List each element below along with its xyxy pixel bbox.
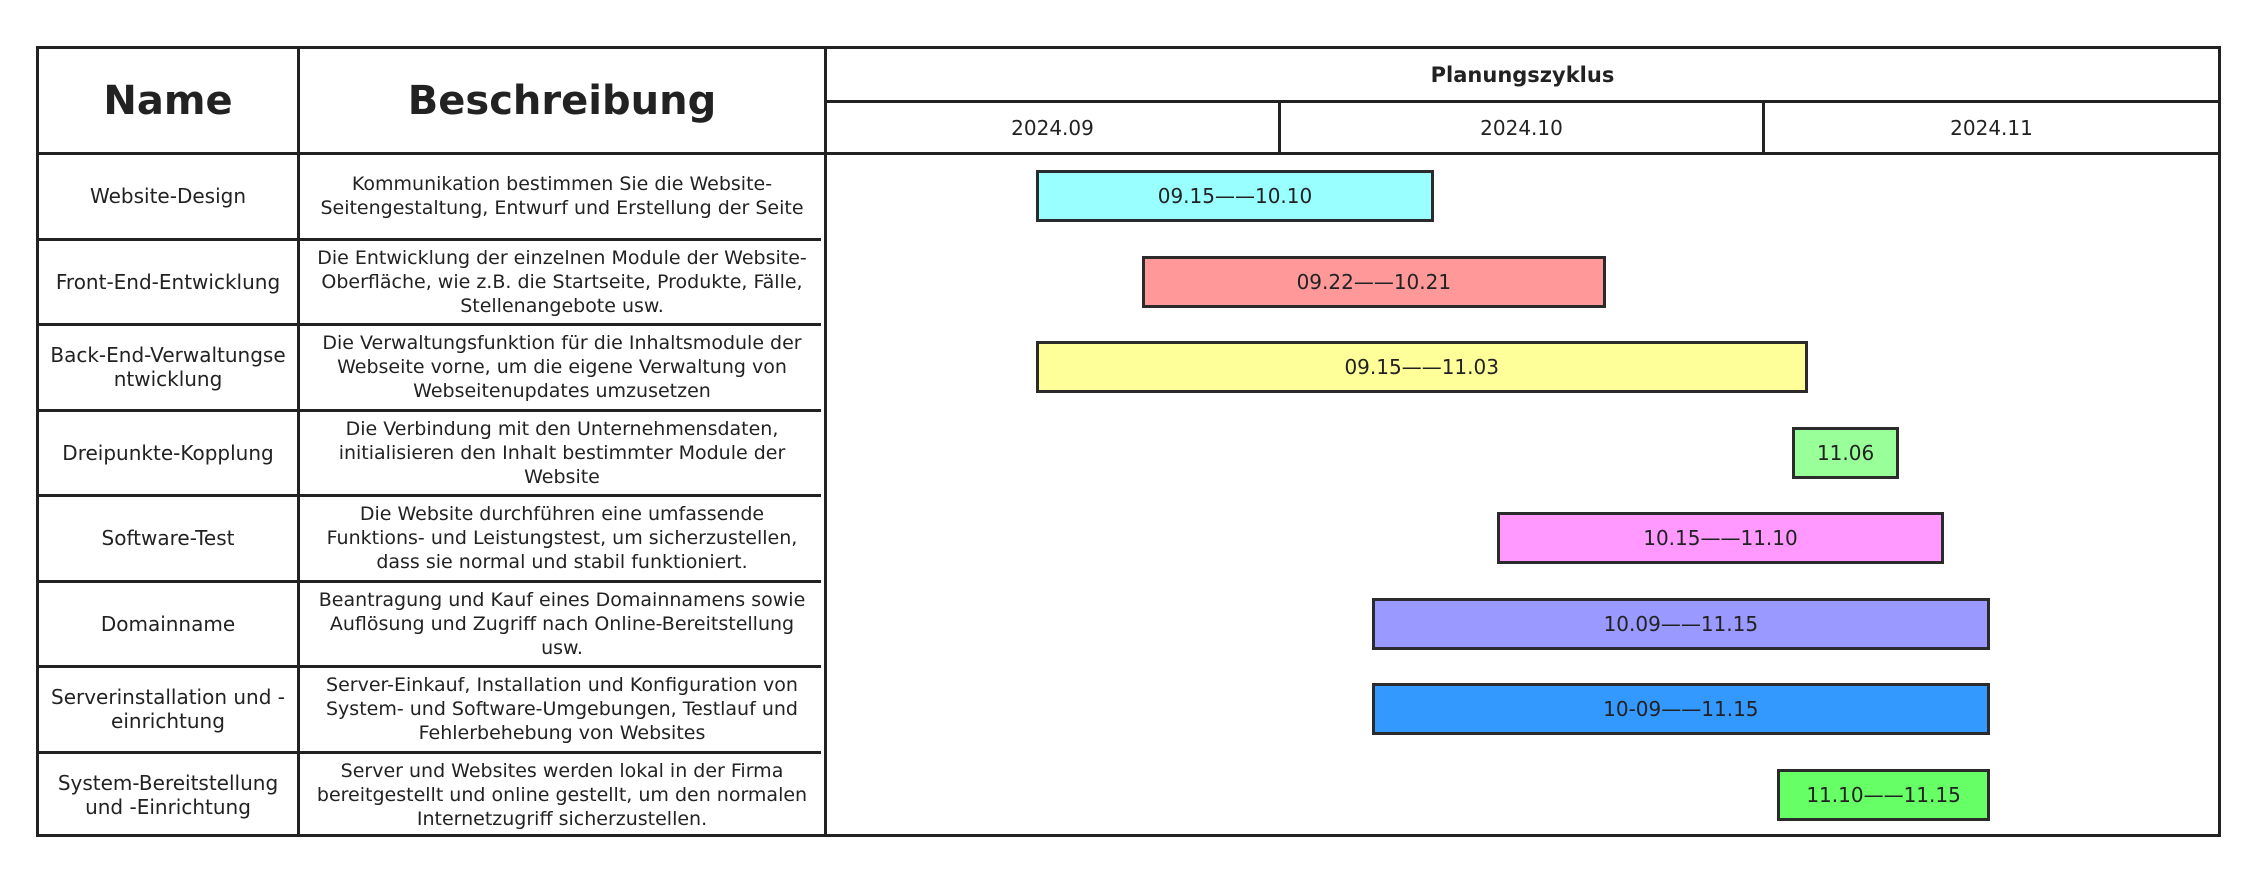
gantt-bar: 10-09——11.15	[1371, 683, 1990, 736]
bar-label: 09.15——10.10	[1157, 184, 1313, 209]
header-description: Beschreibung	[407, 77, 717, 124]
task-description: Server und Websites werden lokal in der …	[316, 759, 808, 830]
gantt-bar: 09.15——11.03	[1035, 341, 1808, 394]
task-name: Domainname	[100, 611, 236, 636]
bar-label: 10.15——11.10	[1643, 526, 1798, 551]
header-month: 2024.09	[1011, 115, 1094, 140]
task-description: Die Verwaltungsfunktion für die Inhaltsm…	[322, 332, 802, 403]
divider-name-desc	[297, 49, 300, 834]
gantt-bar: 11.10——11.15	[1777, 768, 1990, 821]
divider-header-body	[39, 152, 2218, 155]
task-name: Dreipunkte-Kopplung	[62, 440, 274, 465]
task-description: Server-Einkauf, Installation und Konfigu…	[326, 674, 798, 745]
gantt-bar: 09.22——10.21	[1141, 255, 1606, 308]
gantt-bar: 10.15——11.10	[1496, 512, 1945, 565]
bar-label: 11.06	[1816, 440, 1875, 465]
task-description: Kommunikation bestimmen Sie die Website-…	[320, 173, 804, 220]
task-name: Front-End-Entwicklung	[55, 269, 281, 294]
row-divider	[39, 237, 821, 241]
row-divider	[39, 494, 821, 497]
header-month: 2024.10	[1480, 115, 1563, 140]
gantt-bar: 11.06	[1792, 426, 1899, 479]
bar-label: 10.09——11.15	[1603, 611, 1759, 636]
bar-label: 09.22——10.21	[1296, 269, 1452, 294]
bar-label: 09.15——11.03	[1344, 355, 1499, 380]
gantt-bar: 10.09——11.15	[1371, 597, 1990, 650]
task-name: Serverinstallation und -einrichtung	[51, 685, 285, 734]
task-name: Back-End-Verwaltungsentwicklung	[50, 343, 286, 392]
divider-desc-timeline	[824, 49, 827, 834]
task-name: Website-Design	[90, 184, 246, 209]
header-month: 2024.11	[1950, 115, 2033, 140]
row-divider	[39, 750, 821, 754]
row-divider	[39, 579, 821, 583]
row-divider	[39, 323, 821, 326]
gantt-table: Name Beschreibung Planungszyklus 2024.09 202…	[36, 46, 2221, 837]
divider-month-1	[1762, 100, 1765, 152]
task-name: System-Bereitstellung und -Einrichtung	[57, 770, 279, 819]
row-divider	[39, 665, 821, 668]
header-name: Name	[103, 77, 233, 124]
row-divider	[39, 408, 821, 412]
task-description: Die Verbindung mit den Unternehmensdaten…	[338, 417, 786, 488]
bar-label: 10-09——11.15	[1603, 697, 1759, 722]
task-name: Software-Test	[101, 526, 235, 551]
task-description: Die Entwicklung der einzelnen Module der…	[317, 246, 807, 317]
divider-cycle-months	[824, 100, 2218, 103]
gantt-bar: 09.15——10.10	[1035, 170, 1435, 223]
divider-month-0	[1278, 100, 1281, 152]
task-description: Die Website durchführen eine umfassende …	[326, 503, 798, 574]
header-planning-cycle: Planungszyklus	[1430, 62, 1615, 87]
bar-label: 11.10——11.15	[1806, 782, 1961, 807]
task-description: Beantragung und Kauf eines Domainnamens …	[318, 588, 806, 659]
